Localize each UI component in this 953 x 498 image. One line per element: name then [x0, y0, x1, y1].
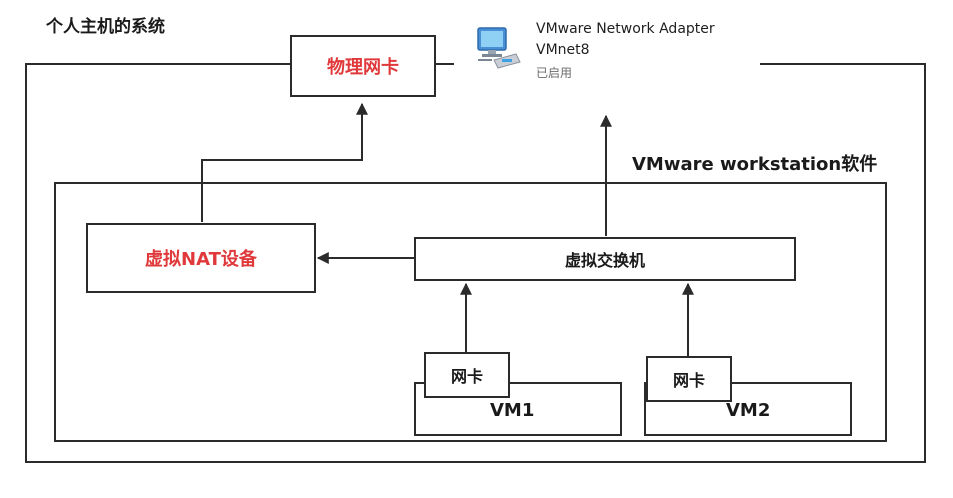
vm2-nic-box: 网卡: [646, 356, 732, 402]
network-adapter-icon: [472, 24, 524, 72]
vm1-label: VM1: [490, 400, 535, 421]
vmware-workstation-box: [54, 182, 887, 442]
adapter-id: VMnet8: [536, 42, 590, 58]
vm2-label: VM2: [726, 400, 771, 421]
vm2-box: VM2: [644, 382, 852, 436]
vmware-workstation-label: VMware workstation软件: [632, 154, 878, 175]
nat-device-box: 虚拟NAT设备: [86, 223, 316, 293]
host-system-border: [25, 63, 926, 463]
vm1-nic-box: 网卡: [424, 352, 510, 398]
network-adapter-item[interactable]: VMware Network Adapter VMnet8 已启用: [456, 10, 759, 90]
adapter-status: 已启用: [536, 66, 573, 80]
virtual-switch-box: 虚拟交换机: [414, 237, 796, 281]
nat-to-nic-arrow: [201, 102, 368, 222]
physical-nic-box: 物理网卡: [290, 35, 436, 97]
host-title: 个人主机的系统: [46, 17, 165, 37]
adapter-name: VMware Network Adapter: [536, 21, 715, 37]
